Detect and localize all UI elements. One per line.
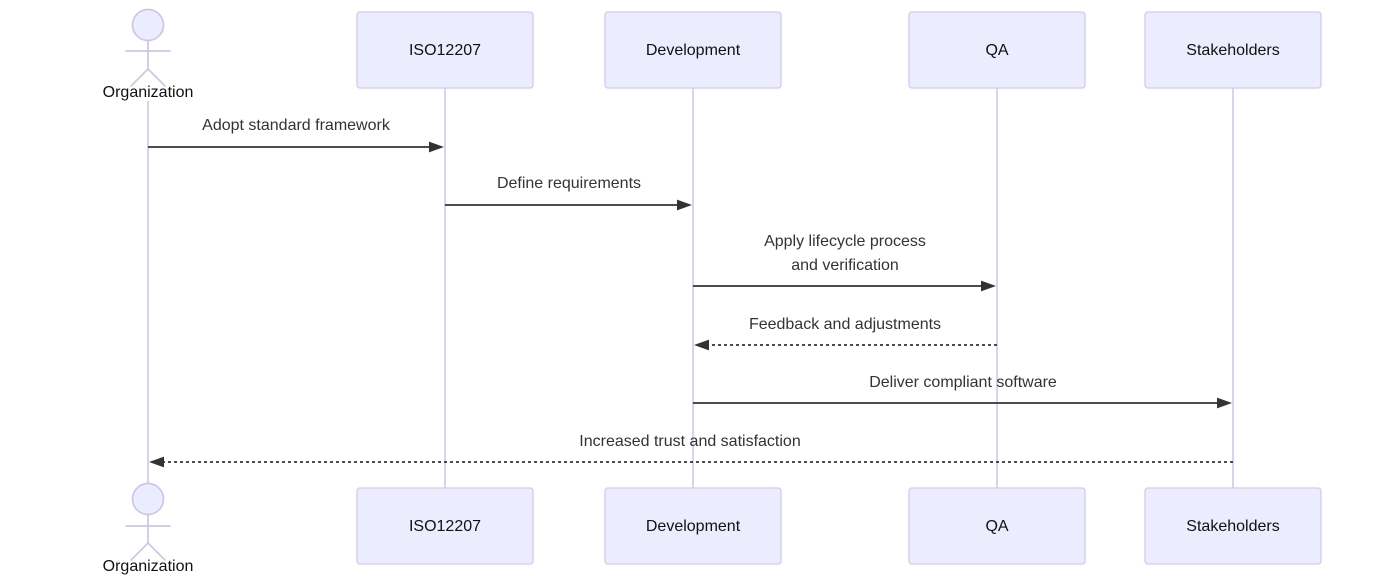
participant-iso12207-top: ISO12207 bbox=[356, 11, 534, 89]
arrowhead-left-icon bbox=[694, 339, 709, 351]
actor-head-icon bbox=[131, 482, 165, 516]
participant-label-qa-top: QA bbox=[985, 42, 1008, 59]
participant-box bbox=[356, 487, 534, 565]
message-text: Define requirements bbox=[497, 175, 641, 192]
participant-label-development-top: Development bbox=[646, 42, 741, 59]
participant-qa-top: QA bbox=[908, 11, 1086, 89]
message-text: Adopt standard framework bbox=[202, 117, 391, 134]
participant-label-stakeholders-bottom: Stakeholders bbox=[1186, 518, 1279, 535]
message-define-requirements: Define requirements bbox=[445, 175, 692, 211]
message-text: Increased trust and satisfaction bbox=[579, 433, 800, 450]
actor-leg-left-icon bbox=[130, 68, 149, 87]
actor-label-organization-bottom: Organization bbox=[103, 558, 194, 575]
actor-organization-top: Organization bbox=[103, 8, 194, 101]
arrowhead-right-icon bbox=[1217, 397, 1232, 409]
actor-label-organization-top: Organization bbox=[103, 84, 194, 101]
participant-stakeholders-top: Stakeholders bbox=[1144, 11, 1322, 89]
actor-leg-right-icon bbox=[147, 542, 166, 561]
actor-leg-left-icon bbox=[130, 542, 149, 561]
message-adopt-standard-framework: Adopt standard framework bbox=[148, 117, 444, 153]
participant-label-iso12207-top: ISO12207 bbox=[409, 42, 481, 59]
arrowhead-right-icon bbox=[429, 141, 444, 153]
participant-label-stakeholders-top: Stakeholders bbox=[1186, 42, 1279, 59]
participant-box bbox=[356, 11, 534, 89]
participant-label-development-bottom: Development bbox=[646, 518, 741, 535]
message-increased-trust-and-satisfaction: Increased trust and satisfaction bbox=[149, 433, 1233, 468]
participant-label-iso12207-bottom: ISO12207 bbox=[409, 518, 481, 535]
message-text: Deliver compliant software bbox=[869, 374, 1057, 391]
participant-stakeholders-bottom: Stakeholders bbox=[1144, 487, 1322, 565]
message-apply-lifecycle-process: Apply lifecycle process and verification bbox=[693, 233, 996, 292]
actor-organization-bottom: Organization bbox=[103, 482, 194, 575]
participant-box bbox=[604, 11, 782, 89]
arrowhead-right-icon bbox=[677, 199, 692, 211]
arrowhead-left-icon bbox=[149, 456, 164, 468]
actor-head-icon bbox=[131, 8, 165, 42]
participant-box bbox=[1144, 11, 1322, 89]
participant-box bbox=[908, 11, 1086, 89]
message-text-line2: and verification bbox=[791, 257, 899, 274]
actor-leg-right-icon bbox=[147, 68, 166, 87]
participant-iso12207-bottom: ISO12207 bbox=[356, 487, 534, 565]
arrowhead-right-icon bbox=[981, 280, 996, 292]
message-text-line1: Apply lifecycle process bbox=[764, 233, 926, 250]
participant-development-top: Development bbox=[604, 11, 782, 89]
participant-qa-bottom: QA bbox=[908, 487, 1086, 565]
message-deliver-compliant-software: Deliver compliant software bbox=[693, 374, 1232, 409]
participant-label-qa-bottom: QA bbox=[985, 518, 1008, 535]
message-text: Feedback and adjustments bbox=[749, 316, 941, 333]
participant-development-bottom: Development bbox=[604, 487, 782, 565]
participant-box bbox=[908, 487, 1086, 565]
message-feedback-and-adjustments: Feedback and adjustments bbox=[694, 316, 997, 351]
participant-box bbox=[604, 487, 782, 565]
participant-box bbox=[1144, 487, 1322, 565]
